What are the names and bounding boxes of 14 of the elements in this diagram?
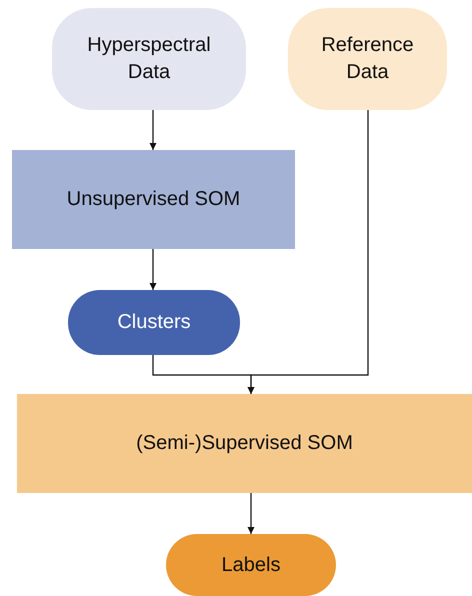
node-label: Reference Data [320, 33, 415, 85]
arrow [150, 249, 156, 290]
process-box [12, 150, 295, 249]
arrow [248, 110, 369, 394]
node-label: (Semi-)Supervised SOM [136, 431, 353, 456]
node-label: Hyperspectral Data [86, 33, 212, 85]
node-label: Clusters [117, 310, 191, 335]
arrow [248, 493, 254, 534]
data-source-box [52, 8, 246, 110]
process-box [17, 394, 472, 493]
node-label: Unsupervised SOM [66, 187, 240, 212]
arrow [150, 110, 156, 150]
node-label: Labels [222, 552, 280, 578]
data-source-box [288, 8, 447, 110]
